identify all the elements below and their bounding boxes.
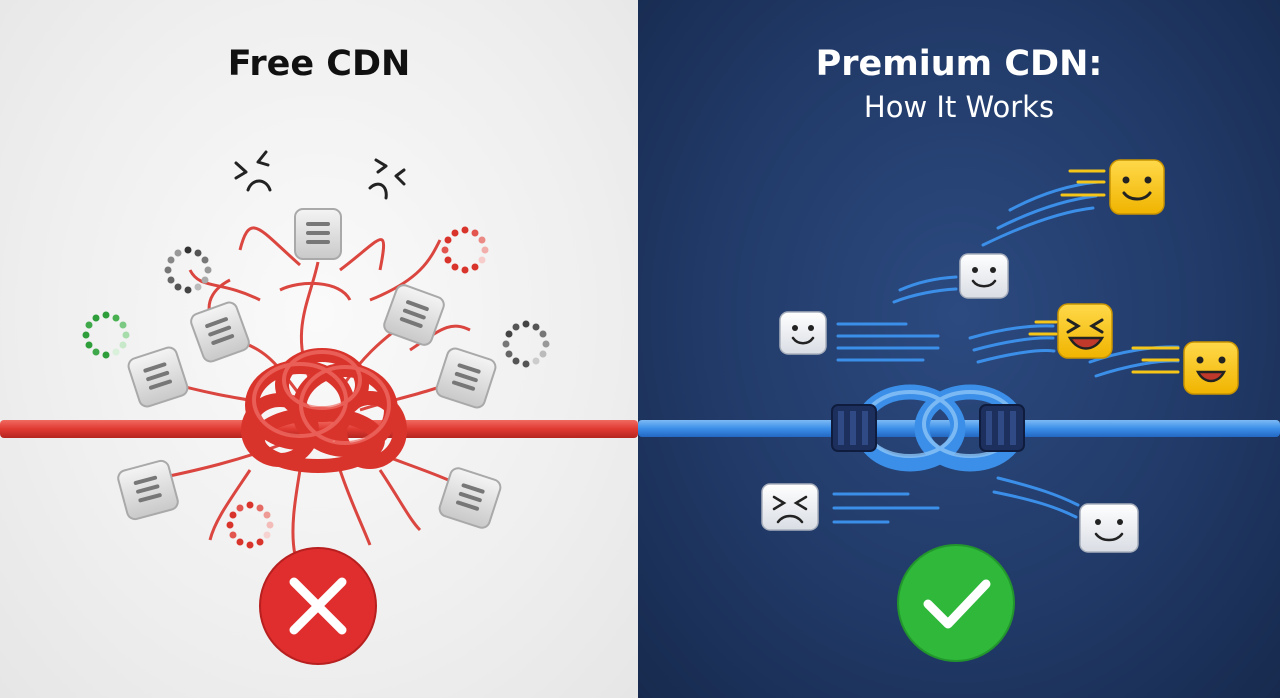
loading-spinner-icon bbox=[164, 246, 212, 294]
laughing-face-icon bbox=[1057, 303, 1113, 359]
frustrated-face-icon bbox=[368, 158, 406, 200]
premium-cdn-title: Premium CDN: bbox=[815, 44, 1103, 84]
premium-cdn-subtitle: How It Works bbox=[863, 90, 1055, 124]
free-cdn-panel: Free CDN bbox=[0, 0, 638, 698]
free-cdn-illustration bbox=[0, 150, 638, 665]
loading-spinner-icon bbox=[82, 311, 130, 359]
free-cdn-title: Free CDN bbox=[227, 44, 411, 84]
loading-spinner-icon bbox=[226, 501, 274, 549]
server-icon bbox=[435, 347, 497, 409]
server-icon bbox=[190, 301, 250, 363]
happy-face-icon bbox=[779, 311, 827, 355]
checkmark-icon bbox=[897, 544, 1015, 662]
happy-face-icon bbox=[1109, 159, 1165, 215]
tangled-knot bbox=[241, 348, 407, 473]
happy-face-icon bbox=[1183, 341, 1239, 395]
cable-connector bbox=[831, 404, 877, 452]
server-icon bbox=[438, 467, 502, 529]
premium-cdn-panel: Premium CDN: How It Works bbox=[638, 0, 1280, 698]
cross-icon bbox=[259, 547, 377, 665]
speed-lines bbox=[832, 180, 1180, 524]
happy-face-icon bbox=[1079, 503, 1139, 553]
red-cable bbox=[0, 420, 638, 438]
sad-face-icon bbox=[761, 483, 819, 531]
happy-face-icon bbox=[959, 253, 1009, 299]
server-icon bbox=[383, 284, 445, 346]
server-icon bbox=[117, 459, 179, 521]
server-icon bbox=[127, 346, 189, 408]
loading-spinner-icon bbox=[441, 226, 489, 274]
cable-connector bbox=[979, 404, 1025, 452]
frustrated-face-icon bbox=[234, 150, 272, 192]
loading-spinner-icon bbox=[502, 320, 550, 368]
server-icon bbox=[294, 208, 342, 260]
premium-cdn-illustration bbox=[638, 159, 1280, 662]
